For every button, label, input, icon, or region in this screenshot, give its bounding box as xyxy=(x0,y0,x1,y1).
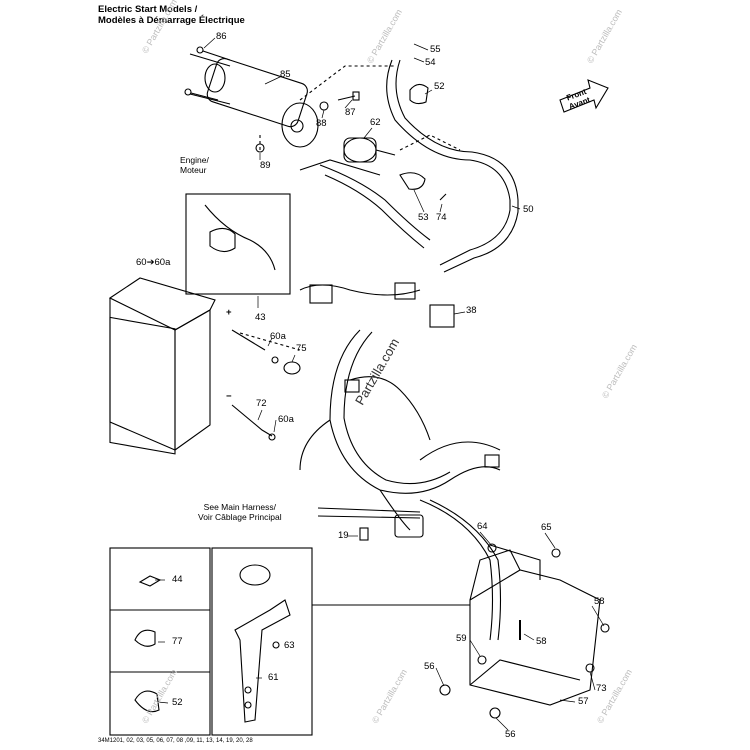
cap-75 xyxy=(283,361,301,375)
solenoid-62 xyxy=(343,137,396,163)
inset-bracket xyxy=(211,547,313,736)
note-engine: Engine/ Moteur xyxy=(180,155,209,175)
callout-56-bottom: 56 xyxy=(505,729,516,740)
battery-tray-57 xyxy=(469,544,601,706)
negative-cable-72 xyxy=(231,404,273,437)
callout-59: 59 xyxy=(456,633,467,644)
callout-60a-bottom: 60a xyxy=(278,414,294,425)
callout-77: 77 xyxy=(172,636,183,647)
callout-55: 55 xyxy=(430,44,441,55)
callout-54: 54 xyxy=(425,57,436,68)
callout-72: 72 xyxy=(256,398,267,409)
inset-clips xyxy=(109,547,211,736)
positive-terminal xyxy=(231,329,266,351)
fuse-19 xyxy=(359,527,369,541)
callout-57: 57 xyxy=(578,696,589,707)
plus-icon: + xyxy=(226,307,232,318)
callout-62: 62 xyxy=(370,117,381,128)
wiring-harness xyxy=(299,282,502,641)
callout-50: 50 xyxy=(523,204,534,215)
callout-73: 73 xyxy=(596,683,607,694)
callout-87: 87 xyxy=(345,107,356,118)
callout-52-bottom: 52 xyxy=(172,697,183,708)
diagram-title: Electric Start Models / Modèles à Démarr… xyxy=(98,4,245,26)
callout-19: 19 xyxy=(338,530,349,541)
callout-44: 44 xyxy=(172,574,183,585)
front-arrow-icon xyxy=(559,79,609,113)
callout-86: 86 xyxy=(216,31,227,42)
callout-89: 89 xyxy=(260,160,271,171)
bolt-86 xyxy=(184,46,231,101)
diagram-footer: 34M1201, 02, 03, 05, 06, 07, 08 ,09, 11,… xyxy=(98,738,253,744)
boot-53 xyxy=(399,172,426,190)
callout-61: 61 xyxy=(268,672,279,683)
callout-43: 43 xyxy=(255,312,266,323)
callout-75: 75 xyxy=(296,343,307,354)
callout-56-left: 56 xyxy=(424,661,435,672)
callout-58-top: 58 xyxy=(594,596,605,607)
callout-52-top: 52 xyxy=(434,81,445,92)
callout-65: 65 xyxy=(541,522,552,533)
note-engine-en: Engine/ xyxy=(180,155,209,165)
callout-64: 64 xyxy=(477,521,488,532)
callout-88: 88 xyxy=(316,118,327,129)
callout-74: 74 xyxy=(436,212,447,223)
minus-icon: − xyxy=(226,391,232,402)
cap-52 xyxy=(409,83,429,105)
note-engine-fr: Moteur xyxy=(180,165,207,175)
title-line-1: Electric Start Models / xyxy=(98,4,198,15)
note-harness-en: See Main Harness/ xyxy=(203,502,276,512)
starter-motor xyxy=(189,53,319,148)
note-harness-fr: Voir Câblage Principal xyxy=(198,512,282,522)
note-harness: See Main Harness/ Voir Câblage Principal xyxy=(198,502,282,522)
callout-63: 63 xyxy=(284,640,295,651)
callout-58-bottom: 58 xyxy=(536,636,547,647)
title-line-2: Modèles à Démarrage Électrique xyxy=(98,15,245,26)
nut-74 xyxy=(439,193,447,201)
inset-cable-43 xyxy=(185,193,291,295)
callout-53: 53 xyxy=(418,212,429,223)
callout-60a-top: 60a xyxy=(270,331,286,342)
battery-ref-label: 60➔60a xyxy=(136,257,171,268)
battery-60 xyxy=(108,277,216,455)
callout-85: 85 xyxy=(280,69,291,80)
callout-38: 38 xyxy=(466,305,477,316)
relay-38 xyxy=(429,304,455,328)
starter-cable-50 xyxy=(299,59,519,273)
